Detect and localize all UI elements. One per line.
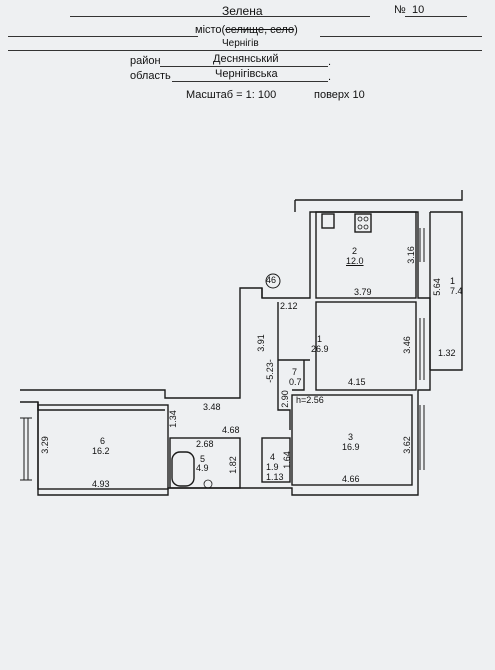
district-dot: . xyxy=(328,56,332,68)
room-6-area: 16.2 xyxy=(92,446,110,456)
bathroom-5 xyxy=(169,437,241,489)
region-dot: . xyxy=(328,71,332,83)
hall-walls xyxy=(277,302,310,430)
room-3-area: 16.9 xyxy=(342,442,360,452)
room-4-area: 1.9 xyxy=(266,462,279,472)
dim-4-93: 4.93 xyxy=(92,479,110,489)
bedroom-6 xyxy=(37,404,169,490)
region-label: область xyxy=(130,70,171,82)
dim-2-12: 2.12 xyxy=(280,301,298,311)
apartment-marker-circle xyxy=(265,273,281,289)
city-label-prefix: місто( xyxy=(195,24,226,36)
city-underline-right xyxy=(320,36,482,37)
window-left xyxy=(20,417,32,481)
bedroom-3 xyxy=(291,394,413,486)
dim-5-23: -5.23- xyxy=(264,359,275,383)
kitchen-room xyxy=(315,211,417,299)
dim-1-34: 1.34 xyxy=(167,410,178,428)
dim-3-62: 3.62 xyxy=(401,436,412,454)
dim-5-64: 5.64 xyxy=(431,278,442,296)
city-underline-left xyxy=(8,36,198,37)
dim-1-82: 1.82 xyxy=(227,456,238,474)
city-value: Чернігів xyxy=(222,38,259,49)
apartment-marker: 46 xyxy=(266,275,277,285)
scale-label: Масштаб = 1: 100 xyxy=(186,89,277,101)
dim-1-13: 1.13 xyxy=(266,472,284,482)
room-2-area: 12.0 xyxy=(346,256,364,266)
room-2-num: 2 xyxy=(352,246,358,256)
dim-2-68: 2.68 xyxy=(196,439,214,449)
dim-4-68: 4.68 xyxy=(222,425,240,435)
room-1-num: 1 xyxy=(317,334,323,344)
room-5-num: 5 xyxy=(200,454,206,464)
street-underline xyxy=(70,16,370,17)
number-underline xyxy=(405,16,467,17)
window-right-1 xyxy=(419,318,425,380)
floor-label: поверх 10 xyxy=(314,89,365,101)
outer-wall-inner xyxy=(37,402,165,411)
kitchen-sink xyxy=(321,213,335,229)
region-underline xyxy=(172,81,328,82)
city-label: місто(селище, село) xyxy=(195,24,298,36)
window-right-3 xyxy=(419,405,425,470)
dim-3-46: 3.46 xyxy=(401,336,412,354)
room-7-num: 7 xyxy=(292,367,298,377)
district-value: Деснянський xyxy=(213,53,279,65)
dim-4-66: 4.66 xyxy=(342,474,360,484)
room-1-area: 26.9 xyxy=(311,344,329,354)
room-7-area: 0.7 xyxy=(289,377,302,387)
dim-3-79: 3.79 xyxy=(354,287,372,297)
outer-wall xyxy=(20,211,431,496)
balcony-num: 1 xyxy=(450,276,456,286)
dim-3-91: 3.91 xyxy=(255,334,266,352)
dim-3-29: 3.29 xyxy=(39,436,50,454)
living-room xyxy=(315,301,417,391)
region-value: Чернігівська xyxy=(215,68,278,80)
room-6-num: 6 xyxy=(100,436,106,446)
ceiling-height: h=2.56 xyxy=(296,395,324,405)
number-value: 10 xyxy=(412,4,425,16)
district-label: район xyxy=(130,55,161,67)
dim-2-90: 2.90 xyxy=(279,390,290,408)
city-label-struck: селище, село xyxy=(225,24,295,36)
dim-4-15: 4.15 xyxy=(348,377,366,387)
dim-3-16: 3.16 xyxy=(405,246,416,264)
city-value-underline xyxy=(8,50,482,51)
room-5-area: 4.9 xyxy=(196,463,209,473)
dim-1-64: 1.64 xyxy=(281,451,292,469)
window-kitchen xyxy=(419,228,425,262)
dim-3-48: 3.48 xyxy=(203,402,221,412)
room-4-num: 4 xyxy=(270,452,276,462)
kitchen-stove xyxy=(354,213,372,233)
city-label-suffix: ) xyxy=(294,24,298,36)
balcony-outline xyxy=(294,190,463,371)
bathtub xyxy=(171,451,195,487)
room-3-num: 3 xyxy=(348,432,354,442)
balcony-area: 7.4 xyxy=(450,286,463,296)
dim-1-32: 1.32 xyxy=(438,348,456,358)
number-label: № xyxy=(394,4,406,16)
wc-4 xyxy=(261,437,291,483)
street-name: Зелена xyxy=(222,4,263,18)
district-underline xyxy=(160,66,328,67)
